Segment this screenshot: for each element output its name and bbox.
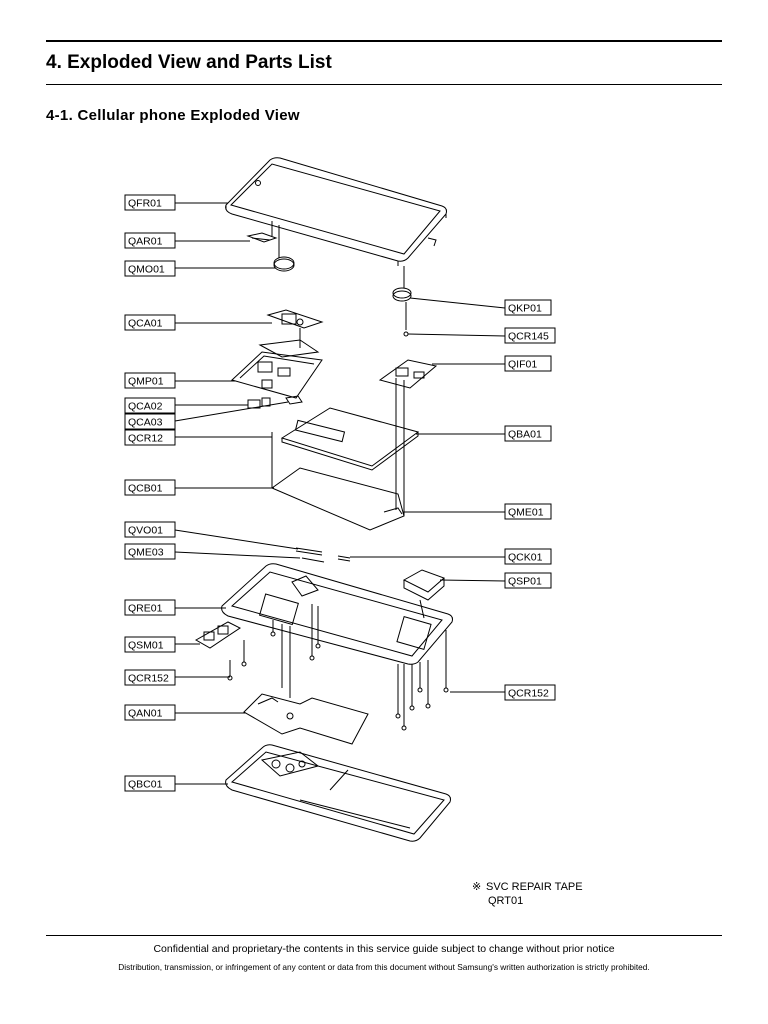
callout-qcr12: QCR12	[128, 433, 163, 445]
callout-boxes	[124, 194, 556, 792]
flex-cable-part	[270, 378, 405, 531]
callout-qca01: QCA01	[128, 318, 163, 330]
callout-qme03: QME03	[128, 547, 164, 559]
callout-qmo01: QMO01	[128, 264, 165, 276]
callout-qar01: QAR01	[128, 236, 163, 248]
callout-qca02: QCA02	[128, 401, 163, 413]
note-code: QRT01	[488, 895, 524, 907]
motor-part	[273, 225, 295, 272]
callout-qca03: QCA03	[128, 417, 163, 429]
callout-labels: QFR01 QAR01 QMO01 QCA01 QMP01 QCA02 QCA0…	[128, 198, 549, 791]
battery-part	[280, 407, 420, 471]
distribution-notice: Distribution, transmission, or infringem…	[118, 962, 650, 972]
volume-key-part	[295, 547, 351, 563]
callout-qme01: QME01	[508, 507, 544, 519]
rear-case-part	[221, 563, 453, 665]
callout-qcr145: QCR145	[508, 331, 549, 343]
screw-group	[227, 604, 449, 731]
footer-rule	[46, 935, 722, 936]
connector-part-qar01	[246, 221, 278, 243]
callout-qcr152-left: QCR152	[128, 673, 169, 685]
callout-qcb01: QCB01	[128, 483, 163, 495]
callout-qsp01: QSP01	[508, 576, 542, 588]
key-part	[392, 266, 412, 337]
callout-qmp01: QMP01	[128, 376, 164, 388]
top-rule	[46, 40, 722, 42]
repair-tape-note: ※ SVC REPAIR TAPE QRT01	[472, 880, 583, 908]
sim-tray-part	[194, 621, 241, 649]
title-underline	[46, 84, 722, 85]
leader-lines	[174, 202, 506, 785]
sub-pcb-part	[378, 359, 438, 389]
callout-qcr152-right: QCR152	[508, 688, 549, 700]
callout-qsm01: QSM01	[128, 640, 164, 652]
callout-qfr01: QFR01	[128, 198, 162, 210]
section-title: 4-1. Cellular phone Exploded View	[46, 107, 300, 124]
callout-qvo01: QVO01	[128, 525, 163, 537]
callout-qre01: QRE01	[128, 603, 163, 615]
callout-qif01: QIF01	[508, 359, 537, 371]
callout-qba01: QBA01	[508, 429, 542, 441]
callout-qck01: QCK01	[508, 552, 543, 564]
callout-qan01: QAN01	[128, 708, 163, 720]
camera-part-qca01	[266, 309, 324, 348]
camera-part-qca03	[285, 395, 303, 405]
note-text: SVC REPAIR TAPE	[486, 881, 583, 893]
antenna-part	[243, 693, 369, 745]
confidential-notice: Confidential and proprietary-the content…	[153, 943, 615, 955]
note-mark: ※	[472, 881, 482, 893]
main-pcb-part	[231, 339, 323, 399]
page-title: 4. Exploded View and Parts List	[46, 52, 332, 73]
front-display-part	[225, 157, 447, 266]
back-cover-part	[225, 744, 451, 842]
callout-qkp01: QKP01	[508, 303, 542, 315]
callout-qbc01: QBC01	[128, 779, 163, 791]
